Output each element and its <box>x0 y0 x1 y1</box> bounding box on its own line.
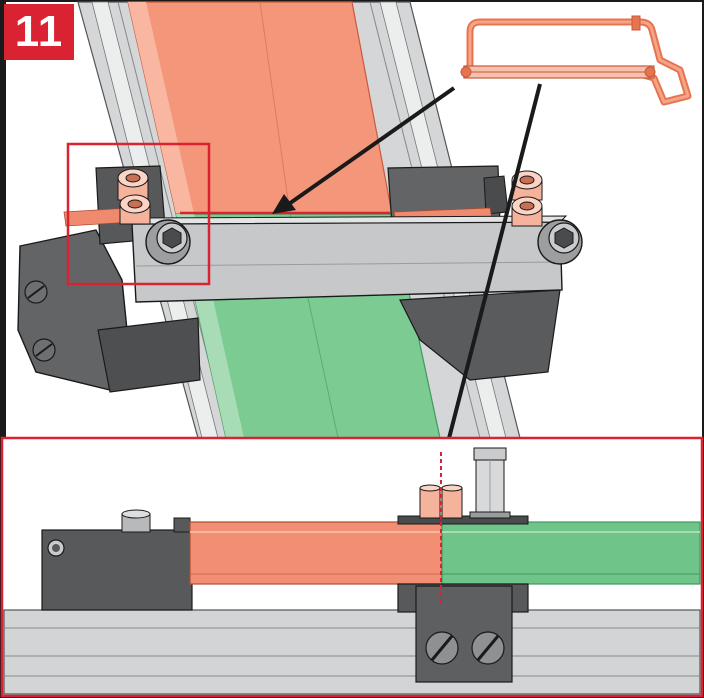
clamp-bar <box>131 221 563 303</box>
socket-bolt-left <box>145 219 191 265</box>
step-number-badge: 11 <box>4 4 74 60</box>
copper-standoffs-left <box>117 168 151 225</box>
hacksaw-icon <box>460 15 692 106</box>
arrow-icon <box>272 86 456 214</box>
socket-bolt-right <box>537 219 583 265</box>
top-perspective-view <box>2 1 583 439</box>
detail-highlight-box <box>66 142 211 286</box>
bottom-detail-view <box>0 436 704 698</box>
copper-standoffs-right <box>511 170 543 227</box>
